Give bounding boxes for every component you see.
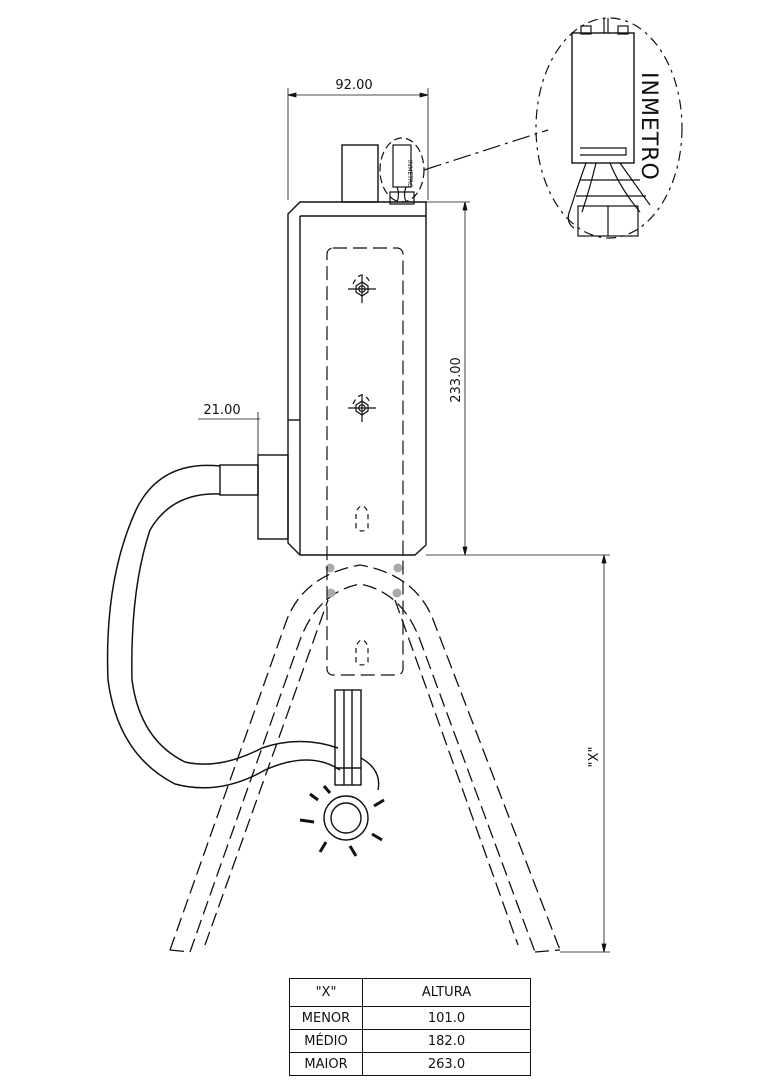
stand-bottom-right — [534, 949, 561, 953]
stand-leg-right-inner — [394, 599, 519, 946]
row-label-maior: MAIOR — [289, 1052, 363, 1076]
dimension-width — [287, 88, 429, 200]
clamp-assembly — [299, 689, 385, 857]
table-header-row: "X" ALTURA — [289, 978, 531, 1007]
row-label-medio: MÉDIO — [289, 1029, 363, 1053]
detail-leader — [423, 129, 549, 171]
row-value-medio: 182.0 — [362, 1029, 531, 1053]
pivot-dot-left-bottom — [326, 588, 336, 598]
stand-bottom-left — [169, 949, 191, 953]
cable — [106, 464, 341, 789]
detail-callout: INMETRO — [535, 17, 683, 239]
table-row: MAIOR 263.0 — [289, 1052, 531, 1076]
small-stamp-text: INMETRO — [406, 160, 413, 188]
stand-legs — [169, 564, 561, 953]
offset-dimension-label: 21.00 — [203, 403, 240, 418]
pivot-dot-right-bottom — [392, 588, 402, 598]
table-header-x: "X" — [289, 978, 363, 1007]
height-table: "X" ALTURA MENOR 101.0 MÉDIO 182.0 MAIOR… — [289, 978, 531, 1076]
width-dimension-label: 92.00 — [335, 78, 372, 93]
stand-arch-outer — [169, 564, 561, 951]
row-value-maior: 263.0 — [362, 1052, 531, 1076]
dimension-offset — [198, 412, 260, 455]
inmetro-stamp-text: INMETRO — [636, 72, 661, 181]
side-connector — [219, 454, 289, 540]
dimension-height — [426, 201, 610, 556]
mounting-plate — [326, 247, 404, 676]
pivot-dot-left-top — [325, 563, 335, 573]
stand-leg-left-inner — [204, 599, 329, 946]
height-dimension-label: 233.00 — [449, 357, 464, 403]
box-seal: INMETRO — [379, 137, 425, 205]
table-row: MENOR 101.0 — [289, 1006, 531, 1030]
table-header-altura: ALTURA — [362, 978, 531, 1007]
x-dimension-label: "X" — [587, 747, 602, 768]
mounting-holes — [348, 274, 376, 666]
pivot-dot-right-top — [393, 563, 403, 573]
row-label-menor: MENOR — [289, 1006, 363, 1030]
main-box — [287, 144, 427, 556]
table-row: MÉDIO 182.0 — [289, 1029, 531, 1053]
dimension-x — [560, 554, 610, 953]
row-value-menor: 101.0 — [362, 1006, 531, 1030]
stand-arch-inner — [189, 583, 536, 953]
